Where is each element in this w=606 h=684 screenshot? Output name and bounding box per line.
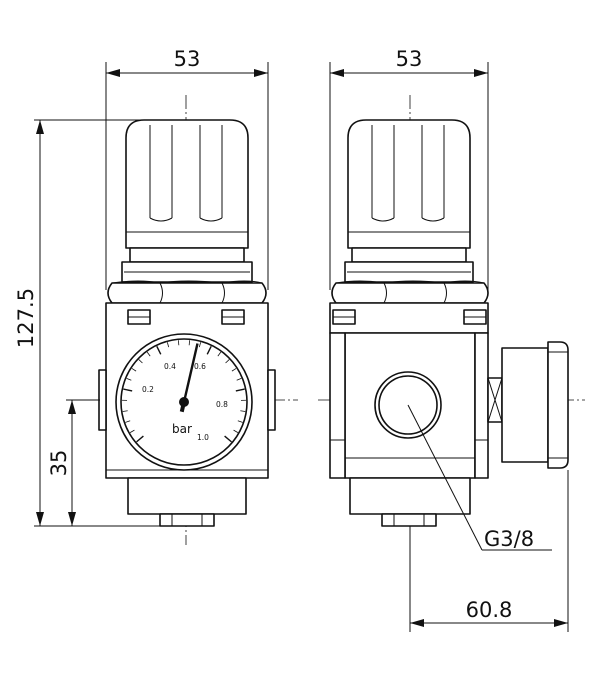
gauge-unit: bar xyxy=(172,422,192,436)
gauge-tick xyxy=(225,359,230,364)
gauge-label-0-4: 0.4 xyxy=(164,362,176,371)
front-knob xyxy=(125,119,249,249)
front-bonnet xyxy=(121,247,253,283)
gauge-label-0-2: 0.2 xyxy=(142,385,154,394)
gauge-tick xyxy=(123,388,133,392)
dimension-label-side-width: 53 xyxy=(396,47,423,71)
gauge-tick xyxy=(198,342,202,348)
dimension-side-depth: 60.8 xyxy=(409,470,569,632)
dimension-front-width: 53 xyxy=(105,47,269,290)
gauge-label-1-0: 1.0 xyxy=(197,433,209,442)
dimension-gauge-height: 35 xyxy=(47,399,100,526)
gauge-hub xyxy=(179,397,189,407)
gauge-label-0-8: 0.8 xyxy=(216,400,228,409)
gauge-tick xyxy=(233,429,239,433)
gauge-scale xyxy=(122,340,246,443)
side-bottom-port xyxy=(349,477,471,527)
gauge-tick xyxy=(240,410,246,412)
side-hex-nut xyxy=(331,280,489,306)
thread-label: G3/8 xyxy=(484,527,534,551)
gauge-tick xyxy=(166,342,170,348)
gauge-tick xyxy=(224,435,232,443)
gauge-scale-labels: 0.2 0.4 0.6 0.8 1.0 xyxy=(142,362,228,442)
side-view xyxy=(329,119,569,527)
dimension-label-gauge-height: 35 xyxy=(47,450,71,477)
dimension-total-height: 127.5 xyxy=(14,119,160,527)
gauge-tick xyxy=(136,435,144,443)
front-hex-nut xyxy=(107,280,267,306)
gauge-label-0-6: 0.6 xyxy=(194,362,206,371)
gauge-tick xyxy=(146,351,151,357)
side-knob xyxy=(347,119,471,249)
gauge-tick xyxy=(138,359,143,364)
gauge-tick xyxy=(236,378,242,381)
gauge-tick xyxy=(206,345,212,355)
gauge-tick xyxy=(126,378,132,381)
side-bonnet xyxy=(344,247,474,283)
gauge-tick xyxy=(122,410,128,412)
side-gauge xyxy=(487,341,569,469)
gauge-tick xyxy=(131,368,137,372)
gauge-tick xyxy=(231,368,237,372)
gauge-tick xyxy=(237,420,243,423)
dimension-label-front-width: 53 xyxy=(174,47,201,71)
front-view: 0.2 0.4 0.6 0.8 1.0 bar xyxy=(98,119,276,527)
gauge-tick xyxy=(129,429,135,433)
gauge-tick xyxy=(156,345,162,355)
gauge-tick xyxy=(125,420,131,423)
pressure-gauge: 0.2 0.4 0.6 0.8 1.0 bar xyxy=(115,333,253,471)
dimension-label-total-height: 127.5 xyxy=(14,288,38,348)
gauge-tick xyxy=(217,351,222,357)
thread-leader: G3/8 xyxy=(407,404,552,551)
dimension-side-width: 53 xyxy=(329,47,489,290)
front-bottom-port xyxy=(127,477,247,527)
gauge-tick xyxy=(235,388,245,392)
dimension-label-side-depth: 60.8 xyxy=(466,598,513,622)
